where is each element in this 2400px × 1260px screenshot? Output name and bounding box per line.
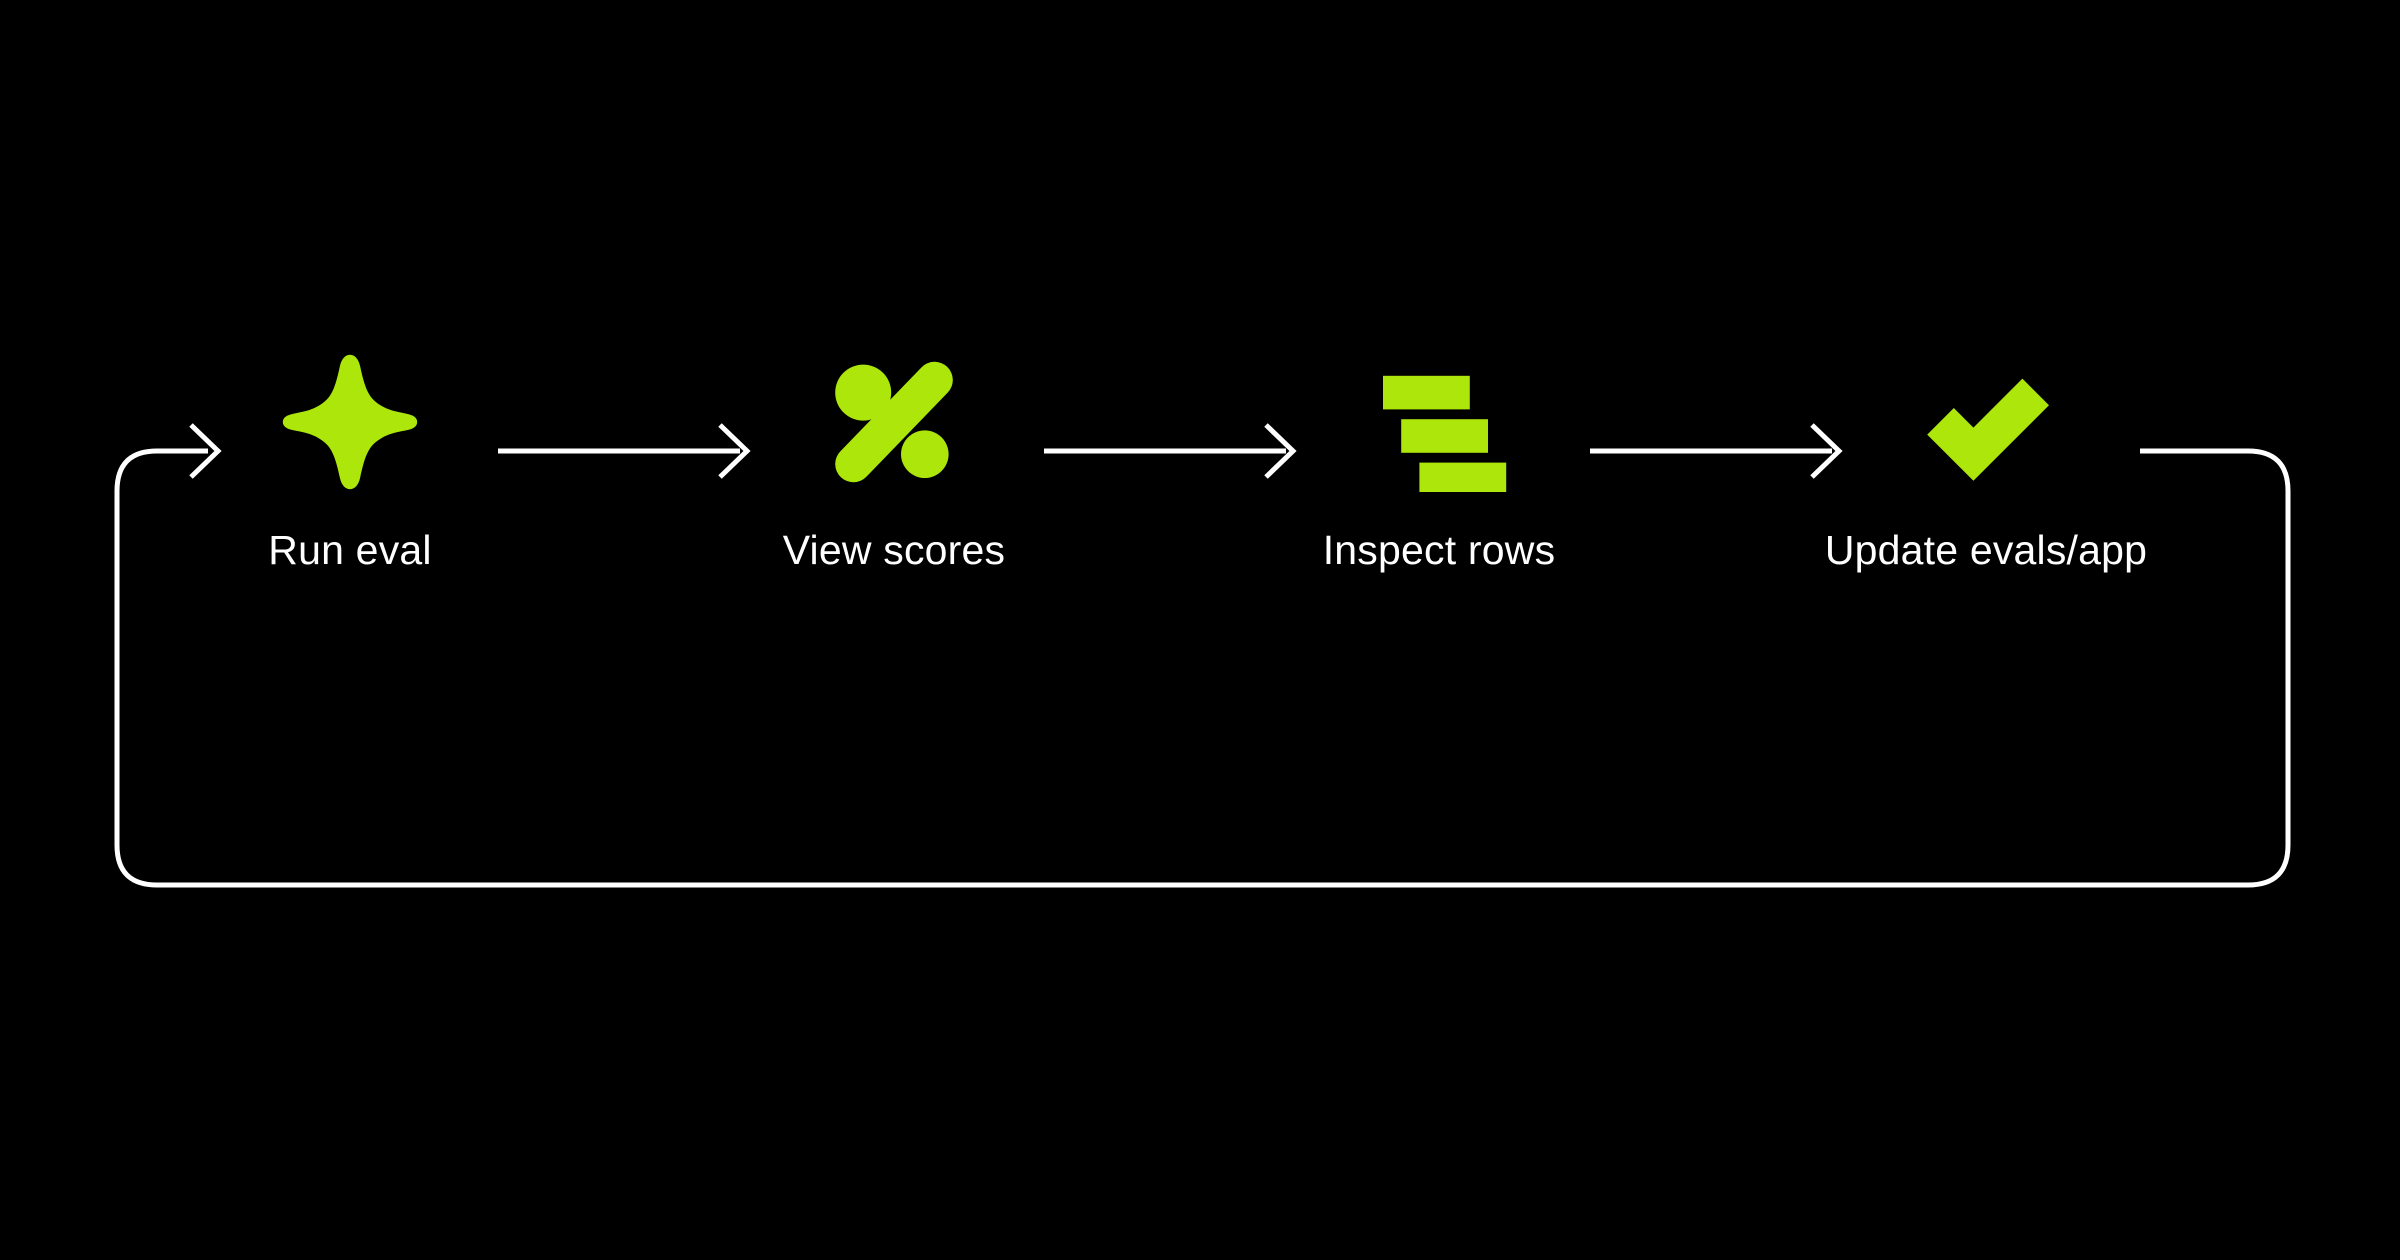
connector-arrow-2 [1044, 410, 1298, 490]
step-label-run-eval: Run eval [268, 527, 432, 573]
arrow-head-icon [1264, 423, 1297, 479]
step-label-update-evals-app: Update evals/app [1824, 527, 2148, 573]
percent-icon [835, 361, 953, 483]
step-label-inspect-rows: Inspect rows [1322, 527, 1556, 573]
arrow-head-icon [1810, 423, 1843, 479]
checkmark-icon [1927, 378, 2049, 481]
arrow-head-icon [718, 423, 751, 479]
step-run-eval[interactable]: Run eval [220, 352, 480, 571]
bars-icon [1383, 375, 1507, 492]
connector-arrow-3 [1590, 410, 1844, 490]
step-label-view-scores: View scores [782, 527, 1006, 573]
step-inspect-rows[interactable]: Inspect rows [1309, 352, 1569, 571]
step-view-scores[interactable]: View scores [764, 352, 1024, 571]
loop-arrowhead-icon [189, 423, 222, 479]
step-update-evals-app[interactable]: Update evals/app [1825, 352, 2147, 571]
connector-arrow-1 [498, 410, 752, 490]
loop-path [114, 448, 2291, 888]
sparkle-icon [282, 354, 418, 490]
